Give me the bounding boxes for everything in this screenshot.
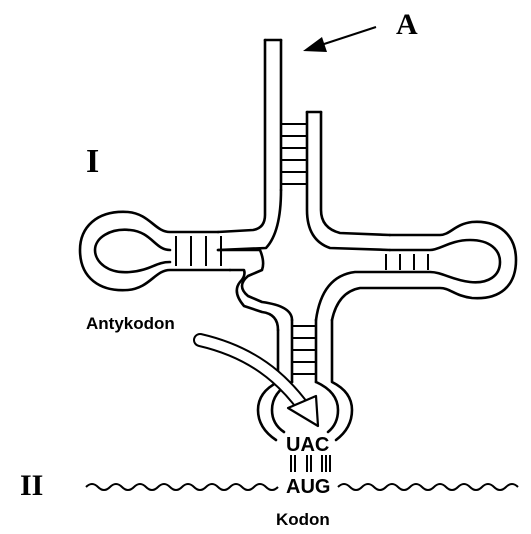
label-a: A <box>396 8 418 41</box>
label-roman-2: II <box>20 469 43 502</box>
anticodon-bases: UAC <box>286 434 329 456</box>
t-arm-rungs <box>386 254 428 270</box>
arrow-a-icon <box>303 27 376 52</box>
d-arm <box>80 212 292 330</box>
d-arm-rungs <box>176 236 221 266</box>
acceptor-stem <box>218 40 390 250</box>
base-pair-bonds <box>291 455 330 472</box>
label-antykodon: Antykodon <box>86 314 175 333</box>
label-roman-1: I <box>86 143 99 180</box>
codon-bases: AUG <box>286 476 330 498</box>
acceptor-stem-rungs <box>281 124 307 184</box>
label-kodon: Kodon <box>276 510 330 529</box>
t-arm <box>316 222 516 320</box>
anticodon-stem-rungs <box>292 326 316 374</box>
